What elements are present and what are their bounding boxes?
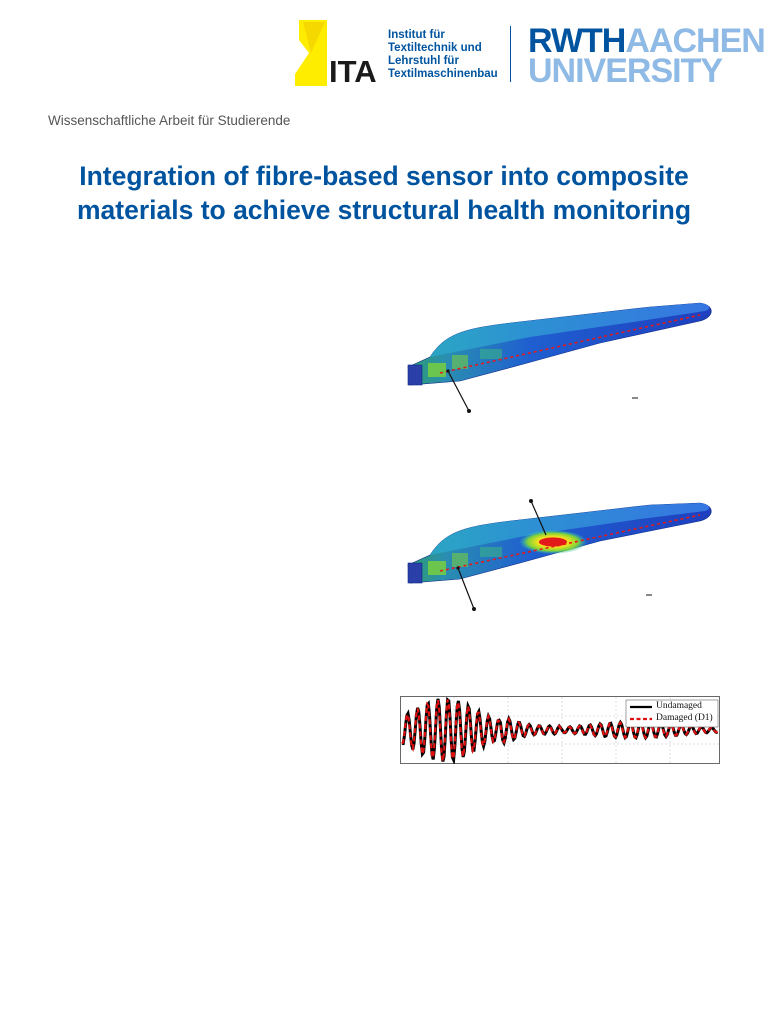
blade-damaged-figure: [407, 499, 712, 611]
university-word: UNIVERSITY: [528, 52, 723, 90]
aachen-word: AACHEN: [625, 22, 765, 60]
document-title: Integration of fibre-based sensor into c…: [30, 159, 738, 227]
title-line: Integration of fibre-based sensor into c…: [79, 161, 689, 191]
ita-line: Institut für: [388, 29, 445, 41]
document-subtitle: Wissenschaftliche Arbeit für Studierende: [48, 113, 291, 128]
rwth-logo-top: RWTHAACHEN: [528, 24, 766, 58]
legend-undamaged-label: Undamaged: [656, 701, 702, 711]
svg-text:ITA: ITA: [329, 54, 377, 86]
legend-damaged-label: Damaged (D1): [656, 713, 713, 723]
signal-plot: Undamaged Damaged (D1): [400, 696, 720, 766]
rwth-word: RWTH: [528, 22, 626, 60]
rwth-logo: RWTHAACHEN UNIVERSITY: [528, 24, 766, 90]
blade-undamaged-figure: [407, 302, 712, 413]
title-line: materials to achieve structural health m…: [76, 195, 692, 225]
ita-logo: ITA: [295, 20, 385, 89]
logo-divider: [510, 26, 511, 82]
ita-line: Textilmaschinenbau: [388, 68, 498, 80]
ita-line: Textiltechnik und: [388, 42, 482, 54]
ita-institute-name: Institut für Textiltechnik und Lehrstuhl…: [388, 29, 508, 81]
signal-plot-graphic: [400, 696, 720, 766]
ita-logo-graphic: ITA: [295, 20, 377, 89]
ita-line: Lehrstuhl für: [388, 55, 459, 67]
